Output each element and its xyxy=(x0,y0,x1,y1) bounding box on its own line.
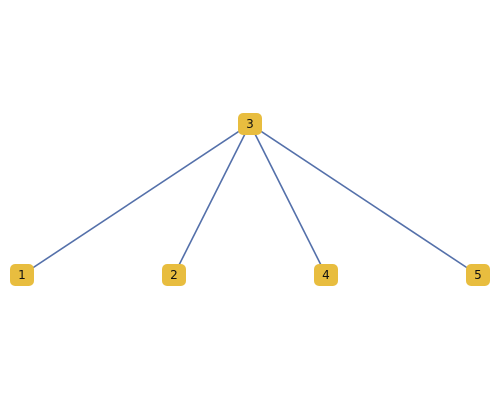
node-3-label: 3 xyxy=(246,117,254,131)
nodes-layer: 3 1 2 4 5 xyxy=(10,113,490,286)
edge-3-2 xyxy=(173,123,251,276)
node-3-box xyxy=(238,113,262,135)
node-2-label: 2 xyxy=(170,268,178,282)
node-2-box xyxy=(162,264,186,286)
node-3: 3 xyxy=(238,113,262,135)
edges-layer xyxy=(21,123,479,276)
node-1-label: 1 xyxy=(18,268,26,282)
node-5-box xyxy=(466,264,490,286)
edge-3-5 xyxy=(249,123,479,276)
node-5-label: 5 xyxy=(474,268,482,282)
node-2: 2 xyxy=(162,264,186,286)
edge-3-1 xyxy=(21,123,251,276)
node-4: 4 xyxy=(314,264,338,286)
node-1-box xyxy=(10,264,34,286)
edge-3-4 xyxy=(249,123,327,276)
node-5: 5 xyxy=(466,264,490,286)
node-4-box xyxy=(314,264,338,286)
node-1: 1 xyxy=(10,264,34,286)
node-4-label: 4 xyxy=(322,268,330,282)
